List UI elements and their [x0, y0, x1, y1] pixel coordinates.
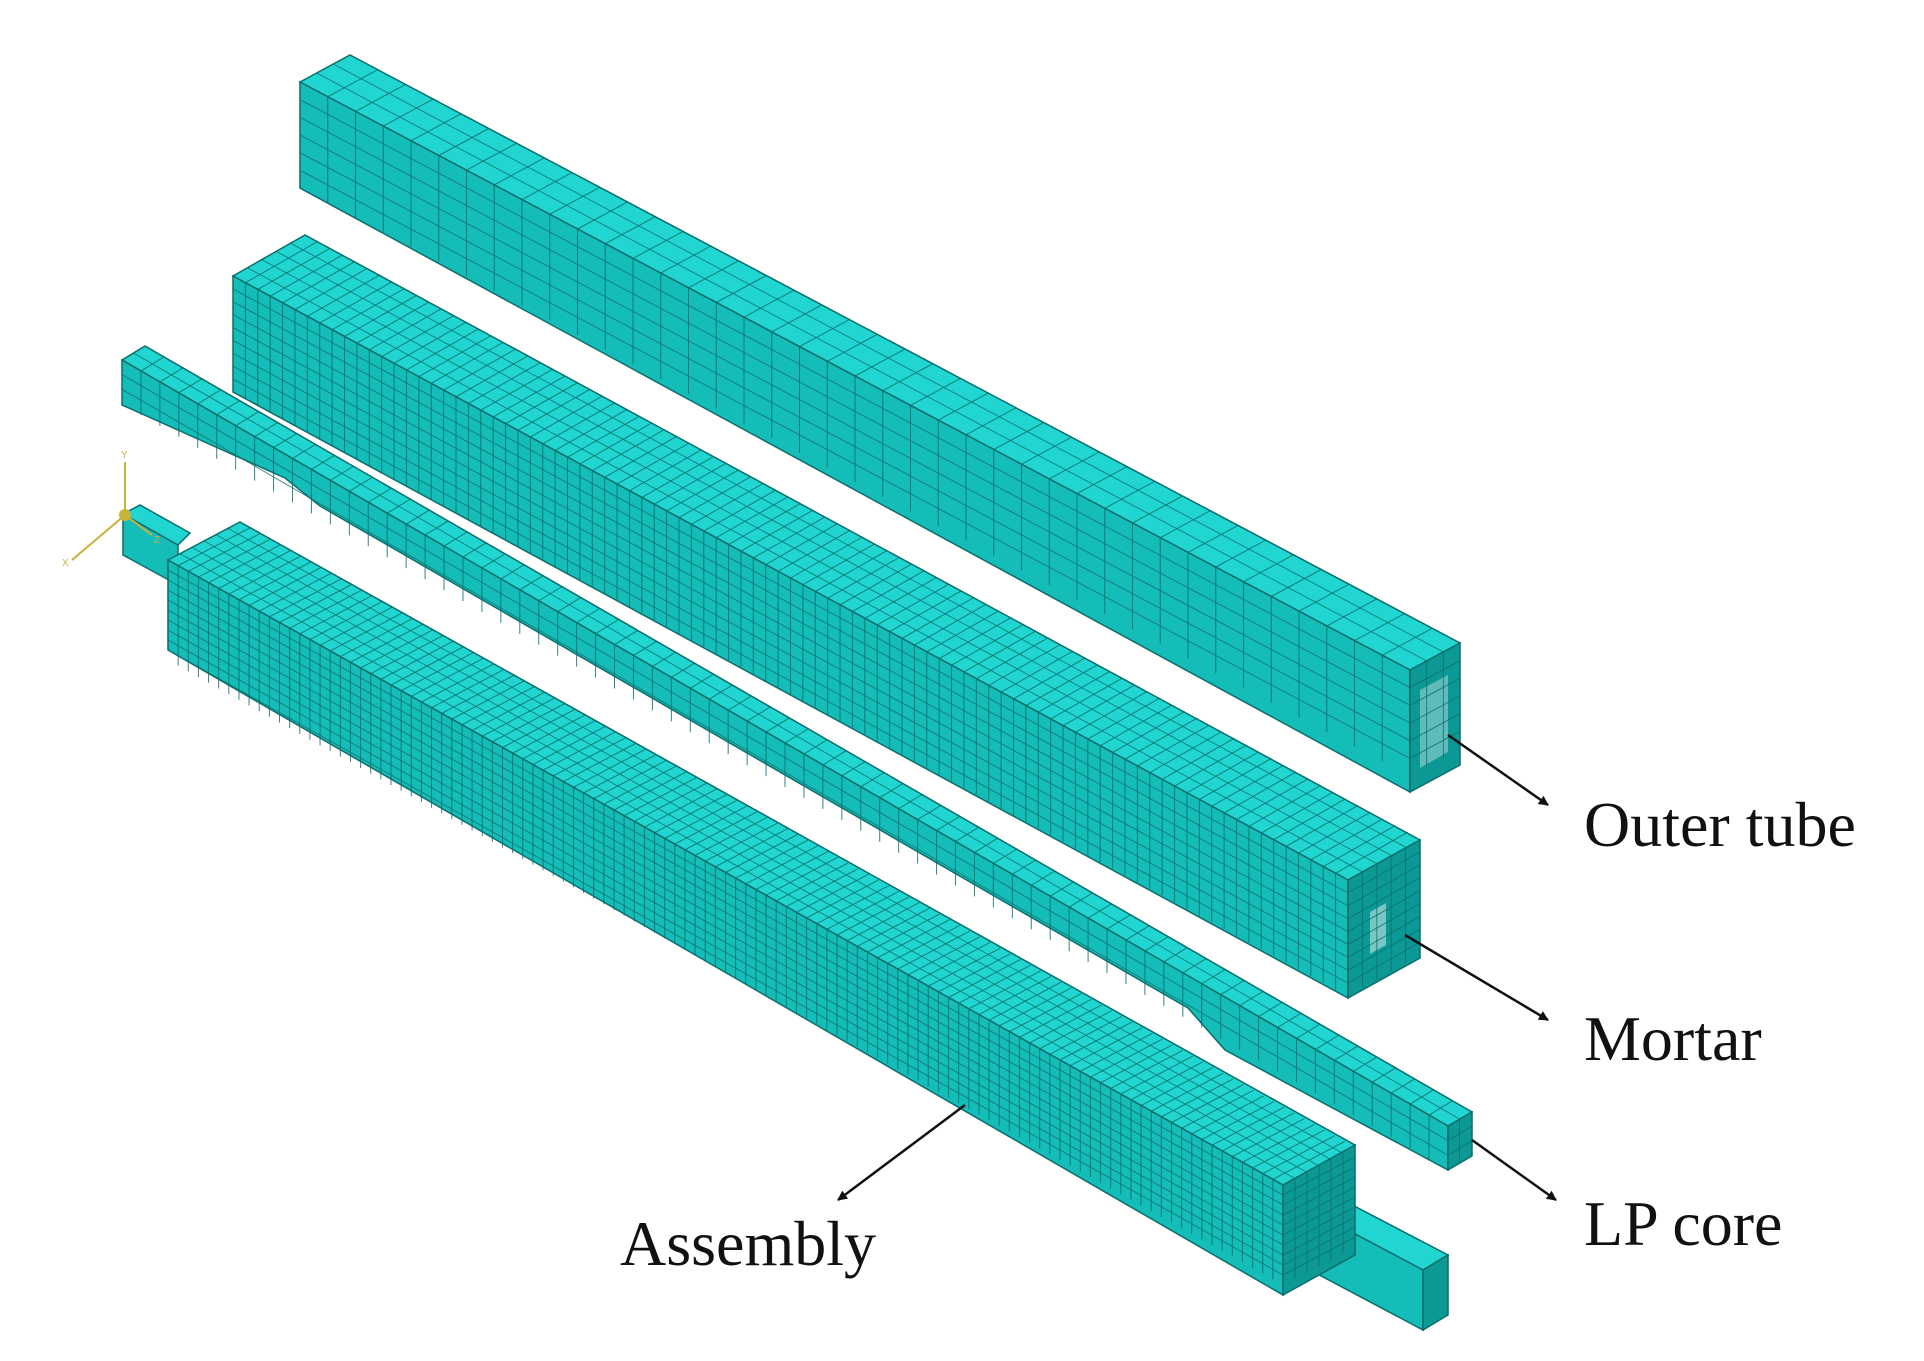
outer-tube-label: Outer tube: [1584, 789, 1856, 860]
assembly-label: Assembly: [620, 1208, 876, 1279]
outer-tube-mesh: [298, 54, 1462, 794]
triad-y-label: Y: [121, 450, 128, 461]
mortar-label: Mortar: [1584, 1003, 1762, 1074]
lp-core-label: LP core: [1584, 1188, 1782, 1259]
lp-core-arrow: [1471, 1138, 1557, 1202]
assembly-mesh: [121, 504, 1450, 1332]
assembly-arrow: [837, 1103, 966, 1202]
lp-core-mesh: [120, 345, 1474, 1172]
triad-x-label: X: [62, 558, 69, 569]
mortar-mesh: [231, 234, 1422, 1000]
triad-z-label: Z: [154, 535, 160, 546]
axis-triad-icon: Y X Z: [62, 450, 160, 569]
mortar-arrow: [1404, 933, 1549, 1022]
outer-tube-arrow: [1447, 733, 1549, 807]
